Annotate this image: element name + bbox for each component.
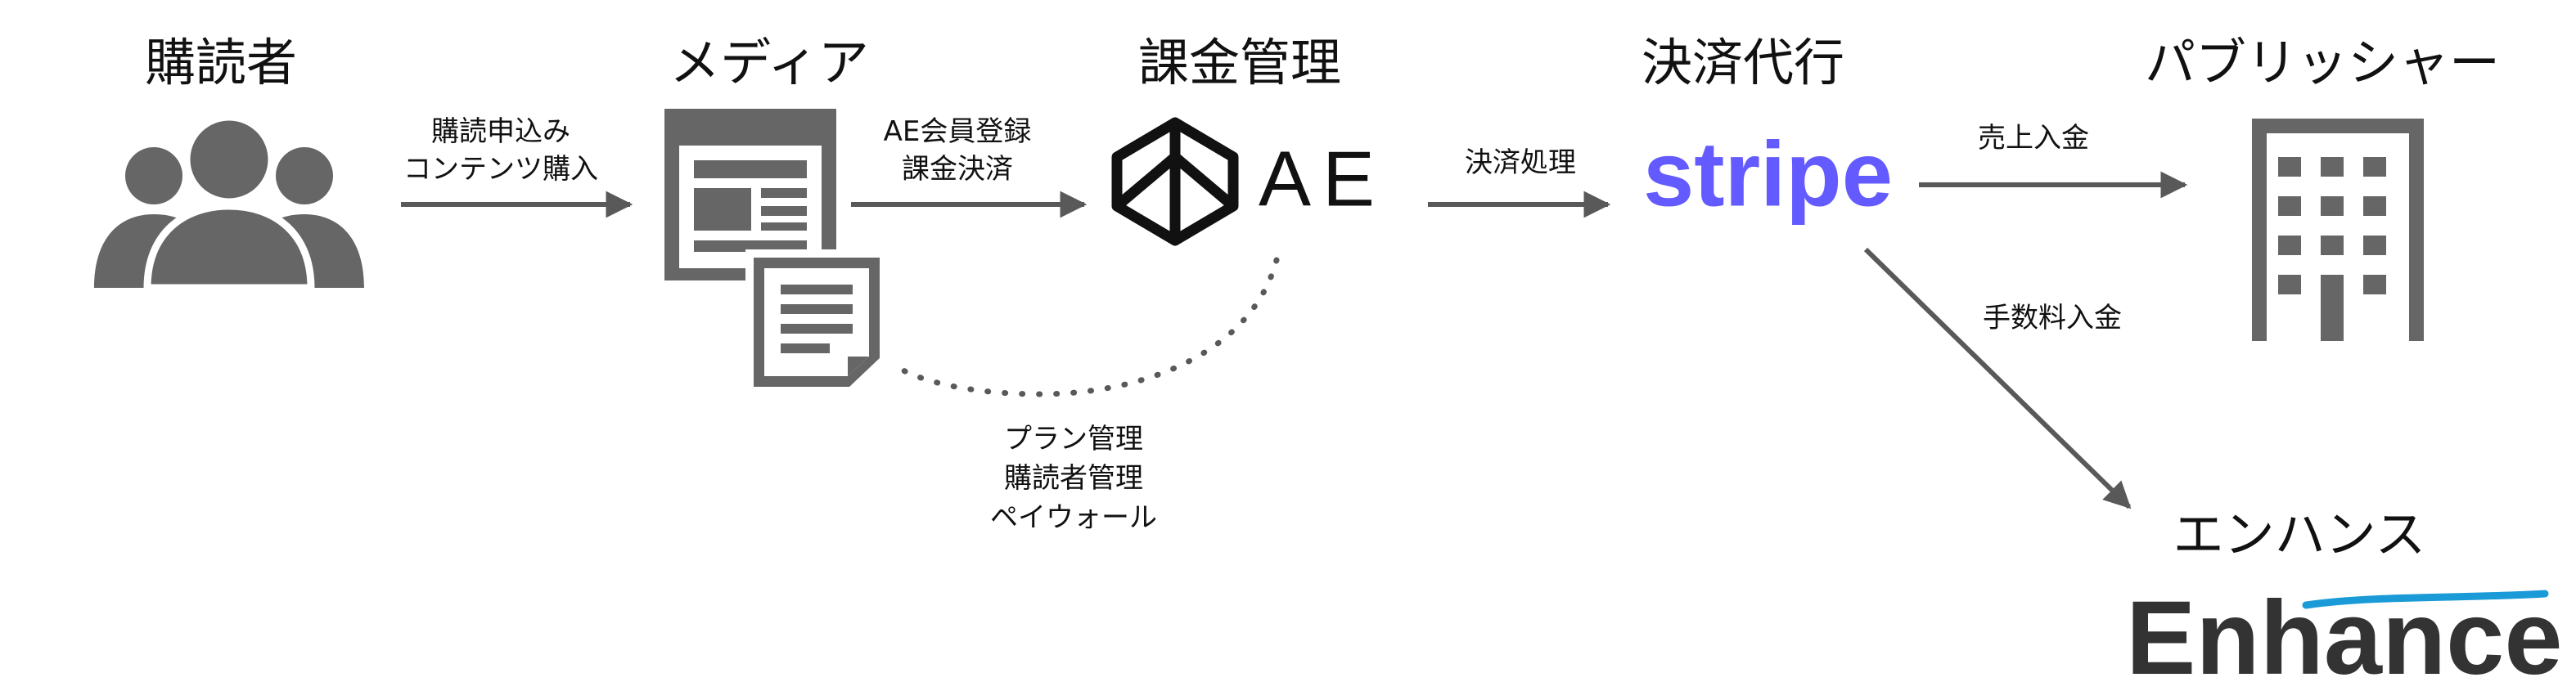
office-building-icon [2252,119,2424,341]
label-subscribe-apply: 購読申込み [431,115,570,148]
dotted-link-billing-media [893,257,1280,397]
label-paywall: ペイウォール [990,501,1157,534]
ae-wordmark: AE [1259,135,1386,222]
media-title: メディア [669,33,869,92]
label-ae-member-register: AE会員登録 [884,115,1032,148]
people-group-icon [94,113,364,292]
enhance-accent-swoosh [2302,590,2549,609]
label-sales-deposit: 売上入金 [1978,122,2089,155]
enhance-wordmark: Enhance [2126,580,2563,682]
label-payment-processing: 決済処理 [1465,146,1576,179]
label-fee-deposit: 手数料入金 [1983,302,2122,334]
label-plan-management: プラン管理 [1004,423,1143,455]
stripe-wordmark: stripe [1643,123,1893,226]
billing-title: 課金管理 [1138,33,1341,92]
label-content-purchase: コンテンツ購入 [403,153,598,186]
publisher-title: パブリッシャー [2145,33,2500,92]
ae-logo-icon [1111,117,1239,246]
arrow-payment-to-enhance [1863,247,2132,509]
subscriber-title: 購読者 [145,33,297,92]
payment-title: 決済代行 [1642,33,1844,92]
documents-icon [664,109,888,395]
label-subscriber-management: 購読者管理 [1004,462,1143,495]
enhance-title: エンハンス [2173,505,2426,564]
label-billing-settlement: 課金決済 [902,153,1013,186]
